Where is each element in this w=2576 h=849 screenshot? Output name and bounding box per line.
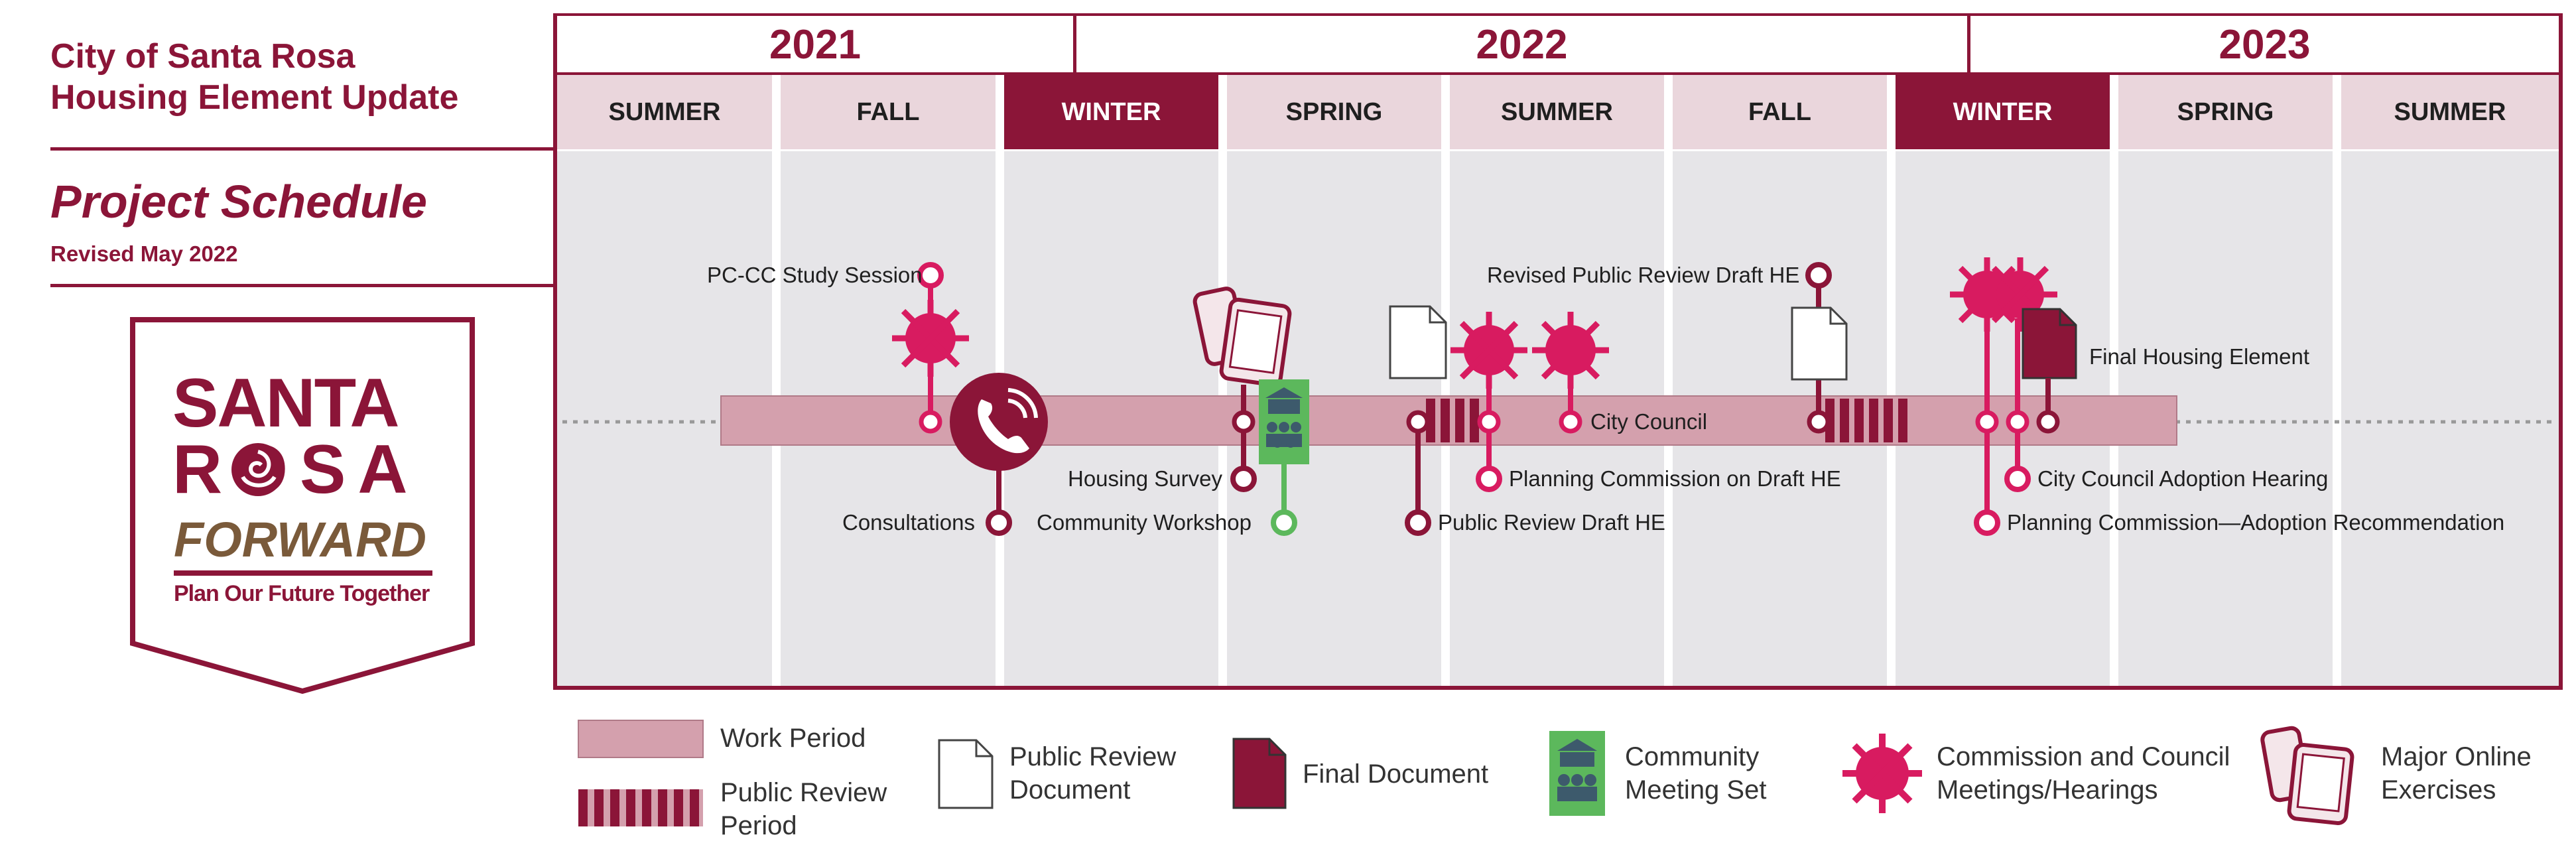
meeting-icon — [1450, 312, 1527, 389]
rose-icon — [231, 443, 285, 496]
label-planning-commission-draft: Planning Commission on Draft HE — [1509, 466, 1841, 491]
season-fall-2022: FALL — [1673, 75, 1887, 149]
label-revised-public-review: Revised Public Review Draft HE — [1487, 263, 1800, 287]
label-housing-survey: Housing Survey — [1068, 466, 1222, 491]
public-review-draft-marker — [1405, 509, 1431, 536]
logo-forward: FORWARD — [174, 512, 426, 567]
year-2021: 2021 — [557, 16, 1073, 74]
legend-online-devices-icon — [2260, 726, 2354, 825]
season-summer-2021: SUMMER — [557, 75, 772, 149]
season-summer-2022: SUMMER — [1450, 75, 1664, 149]
legend-public-review-doc-line-1: Public Review — [1009, 742, 1177, 771]
meeting-icon — [1532, 312, 1609, 389]
santa-rosa-forward-logo: SANTA ROSA FORWARD Plan Our Future Toget… — [130, 317, 475, 694]
meeting-icon — [892, 300, 969, 377]
revised-date: Revised May 2022 — [50, 241, 238, 266]
public-review-document-icon — [1791, 306, 1848, 381]
community-meeting-icon — [1259, 379, 1309, 464]
season-spring-2022: SPRING — [1227, 75, 1441, 149]
legend-graphics — [578, 720, 2354, 826]
consultations-marker — [986, 509, 1012, 536]
final-document-icon — [2022, 308, 2077, 379]
legend-community-meeting-icon — [1549, 731, 1605, 816]
community-workshop-marker — [1271, 509, 1297, 536]
year-row-divider — [557, 72, 2559, 75]
year-divider — [1967, 16, 1970, 74]
season-summer-2023: SUMMER — [2341, 75, 2559, 149]
label-pc-adoption: Planning Commission—Adoption Recommendat… — [2007, 510, 2505, 535]
legend-public-review-document-icon — [938, 739, 994, 809]
public-review-period-1 — [1426, 399, 1479, 442]
legend-public-review-period-swatch — [578, 789, 703, 826]
season-fall-2021: FALL — [781, 75, 996, 149]
public-review-document-icon — [1389, 305, 1447, 379]
label-consultations: Consultations — [842, 510, 975, 535]
label-community-workshop: Community Workshop — [1037, 510, 1252, 535]
legend-online-line-2: Exercises — [2381, 775, 2496, 805]
subtitle-divider — [50, 284, 554, 287]
label-final-housing-element: Final Housing Element — [2089, 344, 2309, 369]
pc-adoption-marker — [1974, 509, 2000, 536]
online-devices-icon — [1192, 287, 1292, 387]
logo-rosa: ROSA — [172, 431, 420, 508]
pc-cc-study-session-marker — [917, 262, 944, 289]
legend-public-review-period-line-1: Public Review — [720, 778, 887, 807]
label-public-review-draft: Public Review Draft HE — [1438, 510, 1665, 535]
legend-public-review-period-line-2: Period — [720, 811, 797, 840]
city-council-marker — [1559, 410, 1582, 434]
legend-meeting-icon — [1842, 734, 1922, 813]
year-2023: 2023 — [1970, 16, 2559, 74]
legend-meetings-label: Commission and Council Meetings/Hearings — [1937, 740, 2230, 807]
legend-community-meeting-line-2: Meeting Set — [1625, 775, 1767, 805]
final-housing-element-marker — [2036, 410, 2060, 434]
title-line-1: City of Santa Rosa — [50, 37, 355, 76]
logo-tagline: Plan Our Future Together — [174, 581, 430, 606]
schedule-title: Project Schedule — [50, 176, 427, 228]
legend-public-review-doc-line-2: Document — [1009, 775, 1131, 805]
planning-commission-draft-marker — [1476, 466, 1502, 492]
label-city-council: City Council — [1590, 409, 1708, 434]
label-pc-cc-study-session: PC-CC Study Session — [707, 263, 923, 287]
revised-public-review-marker — [1805, 262, 1832, 289]
legend-public-review-document-label: Public Review Document — [1009, 740, 1176, 807]
legend-meetings-line-2: Meetings/Hearings — [1937, 775, 2158, 805]
legend-meetings-line-1: Commission and Council — [1937, 742, 2230, 771]
logo-santa: SANTA — [172, 365, 399, 442]
legend-community-meeting-line-1: Community — [1625, 742, 1760, 771]
season-winter-2022: WINTER — [1004, 75, 1218, 149]
legend-final-document-label: Final Document — [1303, 759, 1489, 789]
year-divider — [1073, 16, 1076, 74]
label-cc-adoption: City Council Adoption Hearing — [2037, 466, 2329, 491]
season-spring-2023: SPRING — [2118, 75, 2333, 149]
title-divider — [50, 147, 554, 151]
legend-work-period-swatch — [578, 720, 704, 758]
legend-public-review-period-label: Public Review Period — [720, 776, 887, 842]
legend-online-line-1: Major Online — [2381, 742, 2532, 771]
phone-icon — [950, 373, 1048, 471]
year-2022: 2022 — [1076, 16, 1967, 74]
logo-underline — [174, 570, 432, 576]
page-title: City of Santa Rosa Housing Element Updat… — [50, 36, 458, 118]
legend-online-label: Major Online Exercises — [2381, 740, 2532, 807]
legend-final-document-icon — [1232, 738, 1287, 809]
legend-work-period-label: Work Period — [720, 724, 866, 753]
season-panel — [2341, 151, 2559, 686]
title-line-2: Housing Element Update — [50, 78, 459, 117]
season-winter-2023: WINTER — [1896, 75, 2110, 149]
housing-survey-marker — [1230, 466, 1257, 492]
cc-adoption-marker — [2004, 466, 2031, 492]
legend-community-meeting-label: Community Meeting Set — [1625, 740, 1766, 807]
